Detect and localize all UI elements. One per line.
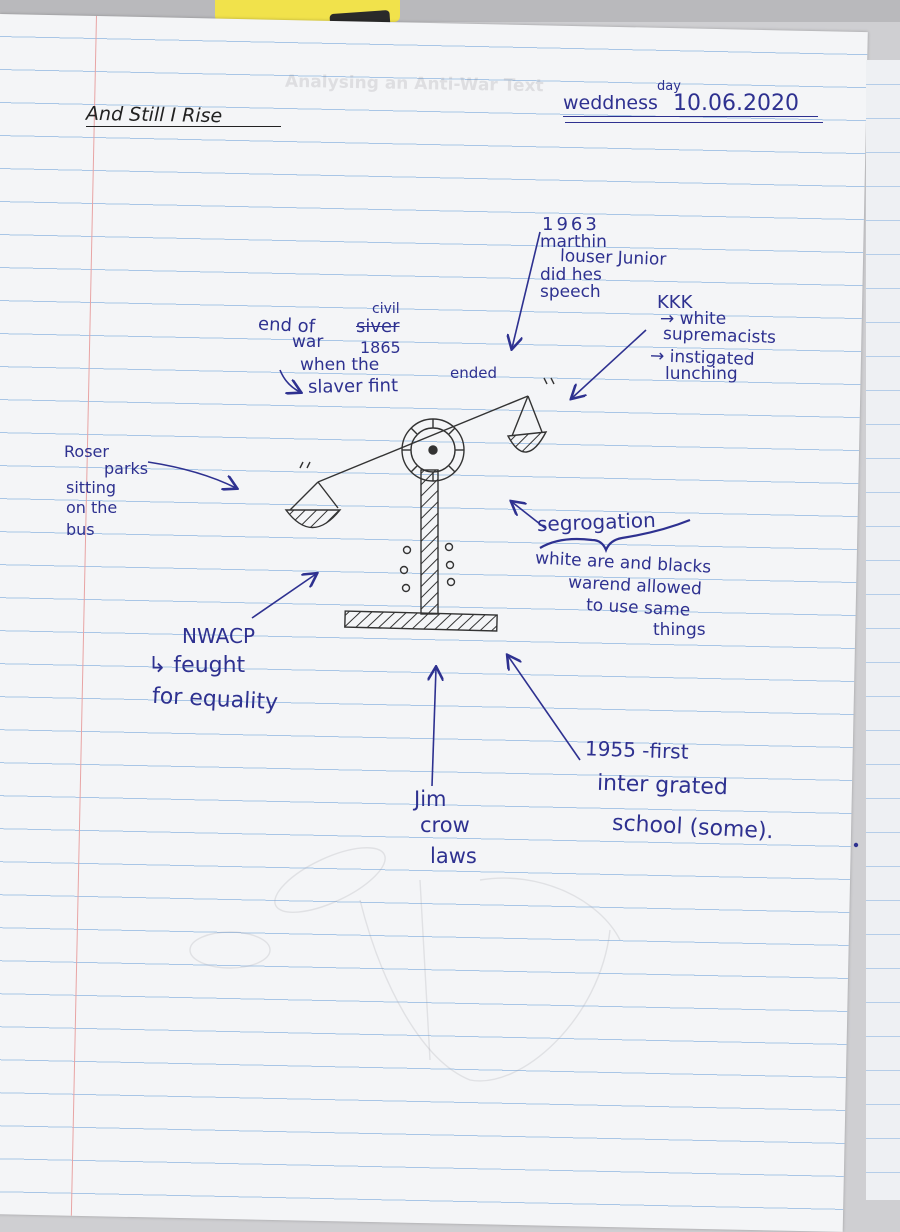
show-through-sketch: [189, 847, 621, 1082]
mlk-line-5: speech: [540, 282, 601, 302]
nwacp-label: NWACP: [182, 624, 255, 648]
civil-war-line-4: when the: [300, 355, 380, 375]
date-underline-second: [565, 122, 823, 123]
arrow-jim-crow: [432, 668, 436, 787]
rosa-line-1: Roser: [64, 442, 109, 461]
arrow-school: [508, 656, 581, 761]
kkk-point-4: lunching: [665, 364, 738, 384]
kkk-point-1: → white: [660, 309, 727, 329]
date-weekday: weddness: [563, 92, 658, 114]
title-underline: [86, 126, 281, 127]
civil-war-year: 1865: [360, 338, 401, 357]
civil-war-line-2: war: [292, 332, 324, 352]
date-value: 10.06.2020: [673, 91, 799, 116]
jim-crow-line-3: laws: [430, 844, 477, 868]
scales-of-justice-drawing: [284, 377, 555, 632]
adjacent-page: [866, 60, 900, 1200]
scale-pillar: [420, 469, 439, 615]
arrow-kkk: [572, 329, 647, 398]
civil-war-inserted-ended: ended: [450, 364, 498, 382]
scale-left-pan: [284, 509, 342, 528]
segregation-line-4: things: [653, 620, 706, 640]
rosa-line-2: parks: [104, 459, 149, 478]
arrow-rosa: [147, 461, 236, 488]
arrow-civil-war: [279, 369, 300, 392]
annotation-arrows: [147, 231, 691, 787]
scale-beam: [317, 395, 529, 483]
kkk-label: KKK: [657, 292, 693, 313]
arrow-mlk: [512, 231, 541, 348]
civil-war-struck-word: siver: [356, 316, 400, 337]
arrow-segregation: [512, 502, 546, 529]
mlk-line-4: did hes: [540, 265, 602, 285]
jim-crow-line-1: Jim: [414, 787, 447, 811]
trailing-ink-dot: [853, 842, 859, 848]
date-underline: [563, 116, 818, 117]
arrow-nwacp: [251, 574, 316, 619]
rosa-line-4: on the: [66, 498, 118, 517]
rosa-line-3: sitting: [66, 478, 117, 497]
rosa-line-5: bus: [66, 520, 95, 539]
civil-war-inserted-word: civil: [372, 301, 400, 317]
date-weekday-insert: day: [657, 79, 681, 94]
mlk-line-2: marthin: [540, 232, 607, 252]
jim-crow-line-2: crow: [420, 813, 470, 837]
segregation-brace: [539, 518, 691, 553]
mlk-year: 1963: [542, 214, 600, 235]
scale-right-pan: [506, 431, 548, 453]
nwacp-line-2: ↳ feught: [148, 653, 246, 678]
drawing-layer: [147, 231, 859, 1082]
